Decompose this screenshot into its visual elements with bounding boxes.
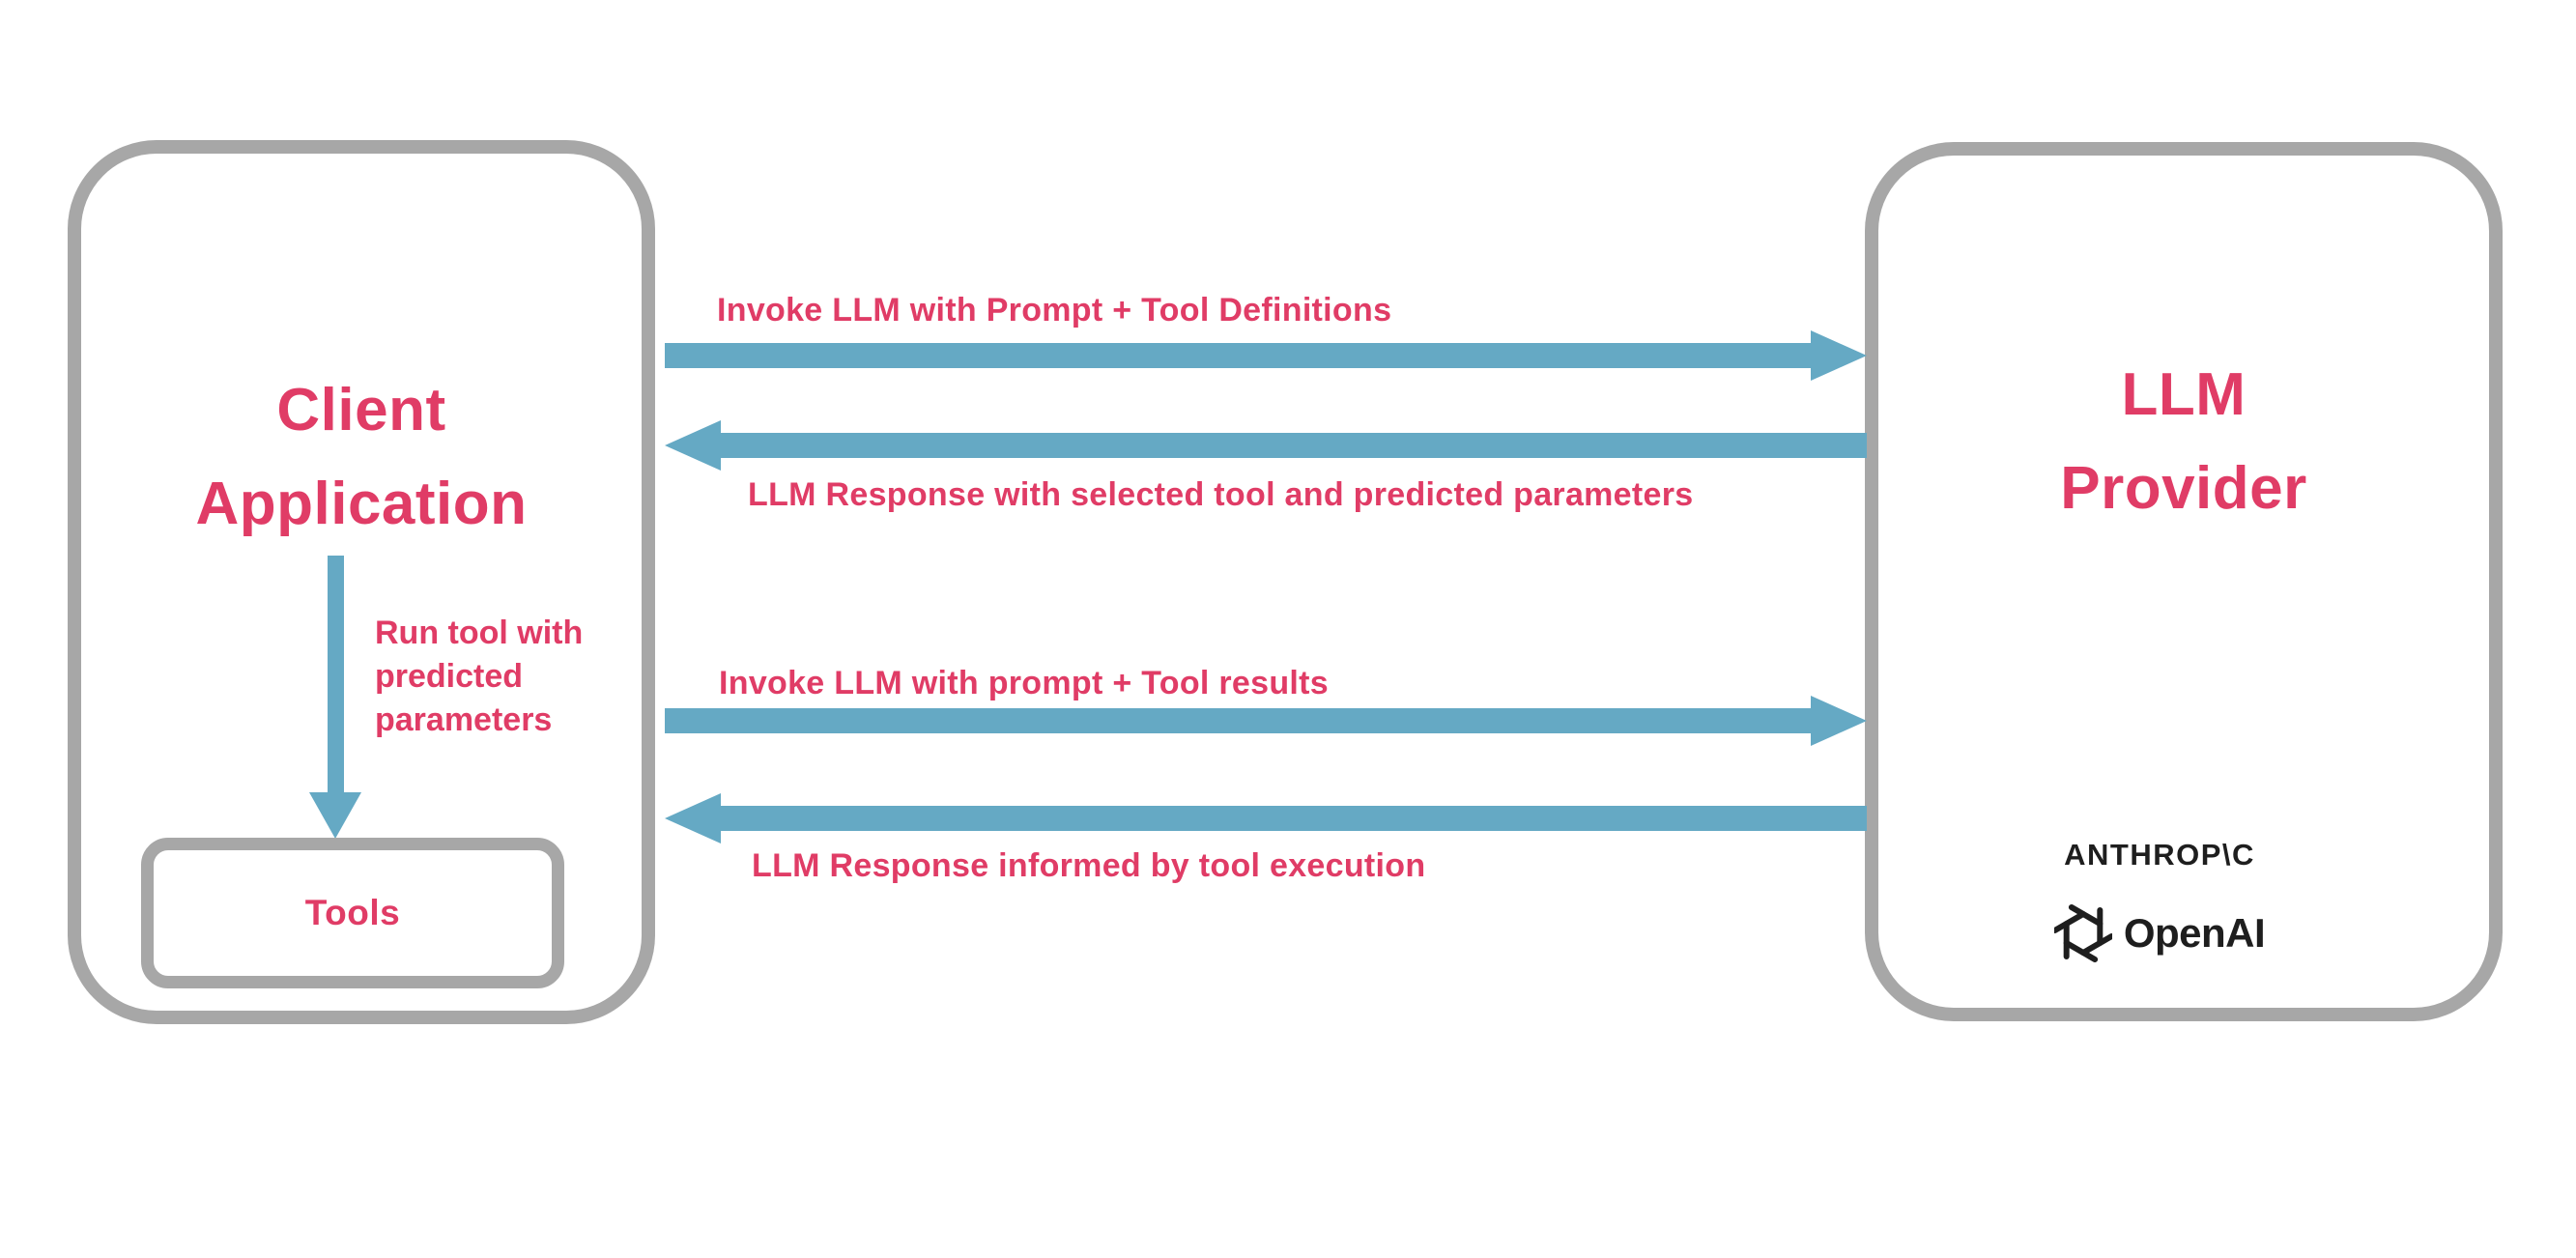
flow-label-invoke-results: Invoke LLM with prompt + Tool results (719, 665, 1330, 701)
arrow-left-response-informed-icon (665, 793, 1867, 843)
run-tool-label: Run tool with predicted parameters (375, 615, 584, 738)
client-application-box (68, 140, 655, 1024)
flow-label-response-informed: LLM Response informed by tool execution (752, 847, 1426, 884)
tools-box: Tools (141, 838, 564, 988)
arrow-left-response-predicted-icon (665, 420, 1867, 471)
flow-label-invoke-definitions: Invoke LLM with Prompt + Tool Definition… (717, 292, 1392, 329)
run-tool-arrow-icon (309, 556, 361, 839)
arrow-right-invoke-definitions-icon (665, 330, 1867, 381)
openai-logo-icon (2053, 904, 2112, 962)
tools-label: Tools (304, 893, 401, 932)
anthropic-logo: ANTHROP\C (2064, 838, 2255, 872)
llm-provider-title: LLM Provider (2060, 361, 2307, 522)
openai-logo-text: OpenAI (2123, 910, 2266, 956)
openai-logo: OpenAI (2053, 904, 2266, 962)
flow-label-response-predicted: LLM Response with selected tool and pred… (748, 476, 1694, 513)
client-application-title: Client Application (195, 377, 528, 537)
llm-provider-box (1865, 142, 2503, 1021)
arrow-right-invoke-results-icon (665, 696, 1867, 746)
provider-logos: ANTHROP\C OpenAI (1990, 837, 2329, 962)
